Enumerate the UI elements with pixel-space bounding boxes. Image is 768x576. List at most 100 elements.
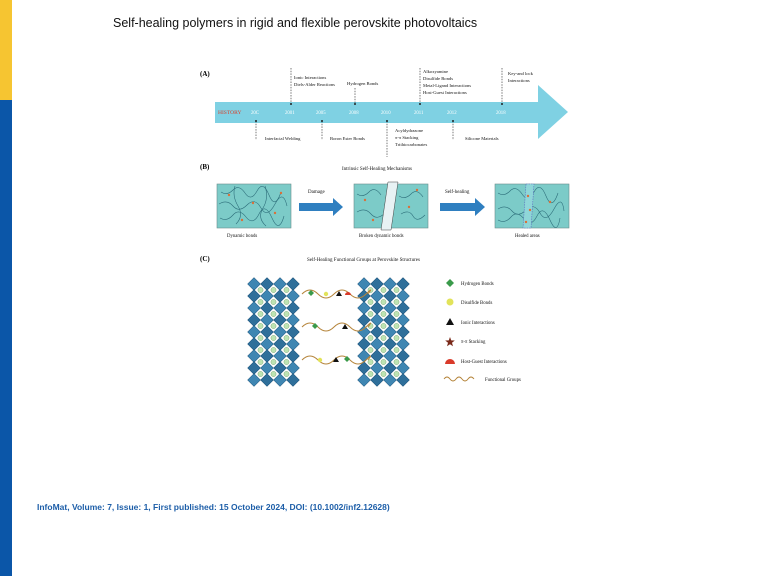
timeline-label: Interactions [508, 78, 530, 83]
timeline-connectors-bottom [255, 121, 454, 157]
a-site-cation [270, 311, 277, 317]
timeline-label: Trithiocarbonates [395, 142, 427, 147]
timeline-label: Key-and lock [508, 71, 534, 76]
timeline-label: Hydrogen Bonds [347, 81, 378, 86]
a-site-cation [270, 371, 277, 377]
a-site-cation [283, 311, 290, 317]
legend-label: π-π Stacking [461, 340, 486, 345]
a-site-cation [393, 299, 400, 305]
a-site-cation [367, 347, 374, 353]
timeline-label: Alkoxyamine [423, 69, 448, 74]
a-site-cation [393, 359, 400, 365]
a-site-cation [380, 371, 387, 377]
a-site-cation [367, 335, 374, 341]
a-site-cation [393, 371, 400, 377]
legend-label: Disulfide Bonds [461, 301, 492, 306]
panel-b-label: (B) [200, 163, 210, 171]
functional-group-chains [301, 289, 372, 365]
timeline-connectors-top [290, 68, 503, 104]
a-site-cation [283, 347, 290, 353]
a-site-cation [380, 323, 387, 329]
legend-label: Hydrogen Bonds [461, 282, 494, 287]
timeline-label: Ionic Interactions [294, 75, 326, 80]
a-site-cation [283, 299, 290, 305]
damage-label: Damage [308, 190, 325, 195]
a-site-cation [393, 311, 400, 317]
timeline-label: Silicone Materials [465, 136, 499, 141]
panel-c-title: Self-Healing Functional Groups at Perovs… [307, 258, 420, 263]
year-label: 20C [251, 111, 259, 116]
dynamic-bonds-image [216, 183, 292, 229]
a-site-cation [393, 323, 400, 329]
year-label: 2001 [285, 111, 295, 116]
a-site-cation [257, 287, 264, 293]
timeline-label: Boron Ester Bonds [330, 136, 365, 141]
figure: (A) HISTORY 20C 2001 2005 2008 2010 2011… [195, 62, 585, 392]
year-label: 2005 [316, 111, 326, 116]
timeline-label: Diels-Alder Reactions [294, 82, 335, 87]
caption-dynamic-bonds: Dynamic bonds [227, 234, 257, 239]
a-site-cation [270, 347, 277, 353]
octahedron [247, 373, 261, 387]
a-site-cation [393, 287, 400, 293]
black-triangle-icon [446, 318, 454, 325]
year-label: 2008 [349, 111, 359, 116]
a-site-cation [380, 287, 387, 293]
caption-broken-bonds: Broken dynamic bonds [359, 234, 404, 239]
self-healing-label: Self-healing [445, 190, 470, 195]
timeline-label: Host-Guest Interactions [423, 90, 467, 95]
a-site-cation [257, 311, 264, 317]
a-site-cation [257, 347, 264, 353]
a-site-cation [270, 287, 277, 293]
history-label: HISTORY [218, 110, 241, 116]
panel-c-label: (C) [200, 255, 210, 263]
a-site-cation [270, 359, 277, 365]
sidebar-accent-blue [0, 100, 12, 576]
perovskite-structure-right [357, 277, 410, 387]
a-site-cation [380, 347, 387, 353]
perovskite-structure-left [247, 277, 300, 387]
legend: Hydrogen Bonds Disulfide Bonds Ionic Int… [443, 279, 521, 383]
timeline-label: Metal-Ligand Interactions [423, 83, 471, 88]
panel-b-title: Intrinsic Self-Healing Mechanisms [342, 167, 412, 172]
figure-svg: (A) HISTORY 20C 2001 2005 2008 2010 2011… [200, 68, 570, 387]
a-site-cation [283, 287, 290, 293]
legend-label: Host-Guest Interactions [461, 360, 507, 365]
a-site-cation [257, 359, 264, 365]
citation: InfoMat, Volume: 7, Issue: 1, First publ… [37, 502, 390, 512]
a-site-cation [270, 323, 277, 329]
green-diamond-icon [446, 279, 454, 287]
a-site-cation [380, 299, 387, 305]
yellow-circle-icon [446, 298, 454, 306]
self-healing-arrow [440, 198, 485, 216]
a-site-cation [393, 335, 400, 341]
a-site-cation [367, 371, 374, 377]
a-site-cation [380, 311, 387, 317]
slide-title: Self-healing polymers in rigid and flexi… [113, 16, 478, 30]
a-site-cation [257, 335, 264, 341]
brown-star-icon [445, 337, 455, 347]
year-label: 2018 [496, 111, 506, 116]
healed-areas-image [494, 183, 570, 229]
a-site-cation [367, 299, 374, 305]
a-site-cation [393, 347, 400, 353]
broken-bonds-image [353, 181, 429, 231]
octahedron [286, 373, 300, 387]
timeline-top-labels: Ionic Interactions Diels-Alder Reactions… [294, 69, 534, 95]
octahedron [370, 373, 384, 387]
red-semicircle-icon [445, 359, 455, 364]
a-site-cation [283, 371, 290, 377]
octahedron [273, 373, 287, 387]
year-label: 2010 [381, 111, 391, 116]
a-site-cation [257, 323, 264, 329]
a-site-cation [367, 359, 374, 365]
a-site-cation [257, 371, 264, 377]
a-site-cation [283, 323, 290, 329]
timeline-label: π-π Stacking [395, 135, 419, 140]
year-label: 2011 [414, 111, 424, 116]
octahedron [260, 373, 274, 387]
octahedron [383, 373, 397, 387]
a-site-cation [270, 299, 277, 305]
timeline-bottom-labels: Interfacial Welding Boron Ester Bonds Ac… [265, 128, 499, 147]
timeline-label: Acyldydrazone [395, 128, 423, 133]
